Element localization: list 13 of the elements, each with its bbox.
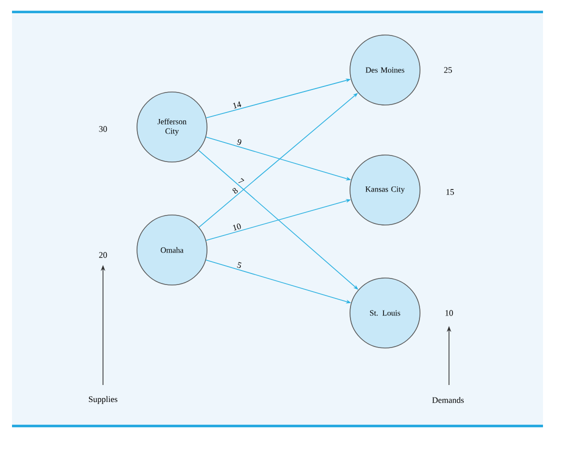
edge-label: 5	[237, 262, 242, 268]
edge-label: 7	[238, 178, 244, 183]
edge-label: 10	[232, 224, 241, 231]
axis-label: Demands	[432, 397, 464, 403]
edge-label: 9	[236, 139, 242, 145]
edge-label: 8	[232, 188, 238, 194]
quantity-label: 20	[99, 252, 107, 258]
quantity-label: 25	[444, 67, 452, 73]
quantity-label: 30	[99, 126, 107, 132]
quantity-label: 15	[446, 189, 454, 195]
axis-label: Supplies	[88, 396, 118, 404]
quantity-label: 10	[446, 310, 453, 316]
edge-label: 14	[233, 101, 242, 109]
